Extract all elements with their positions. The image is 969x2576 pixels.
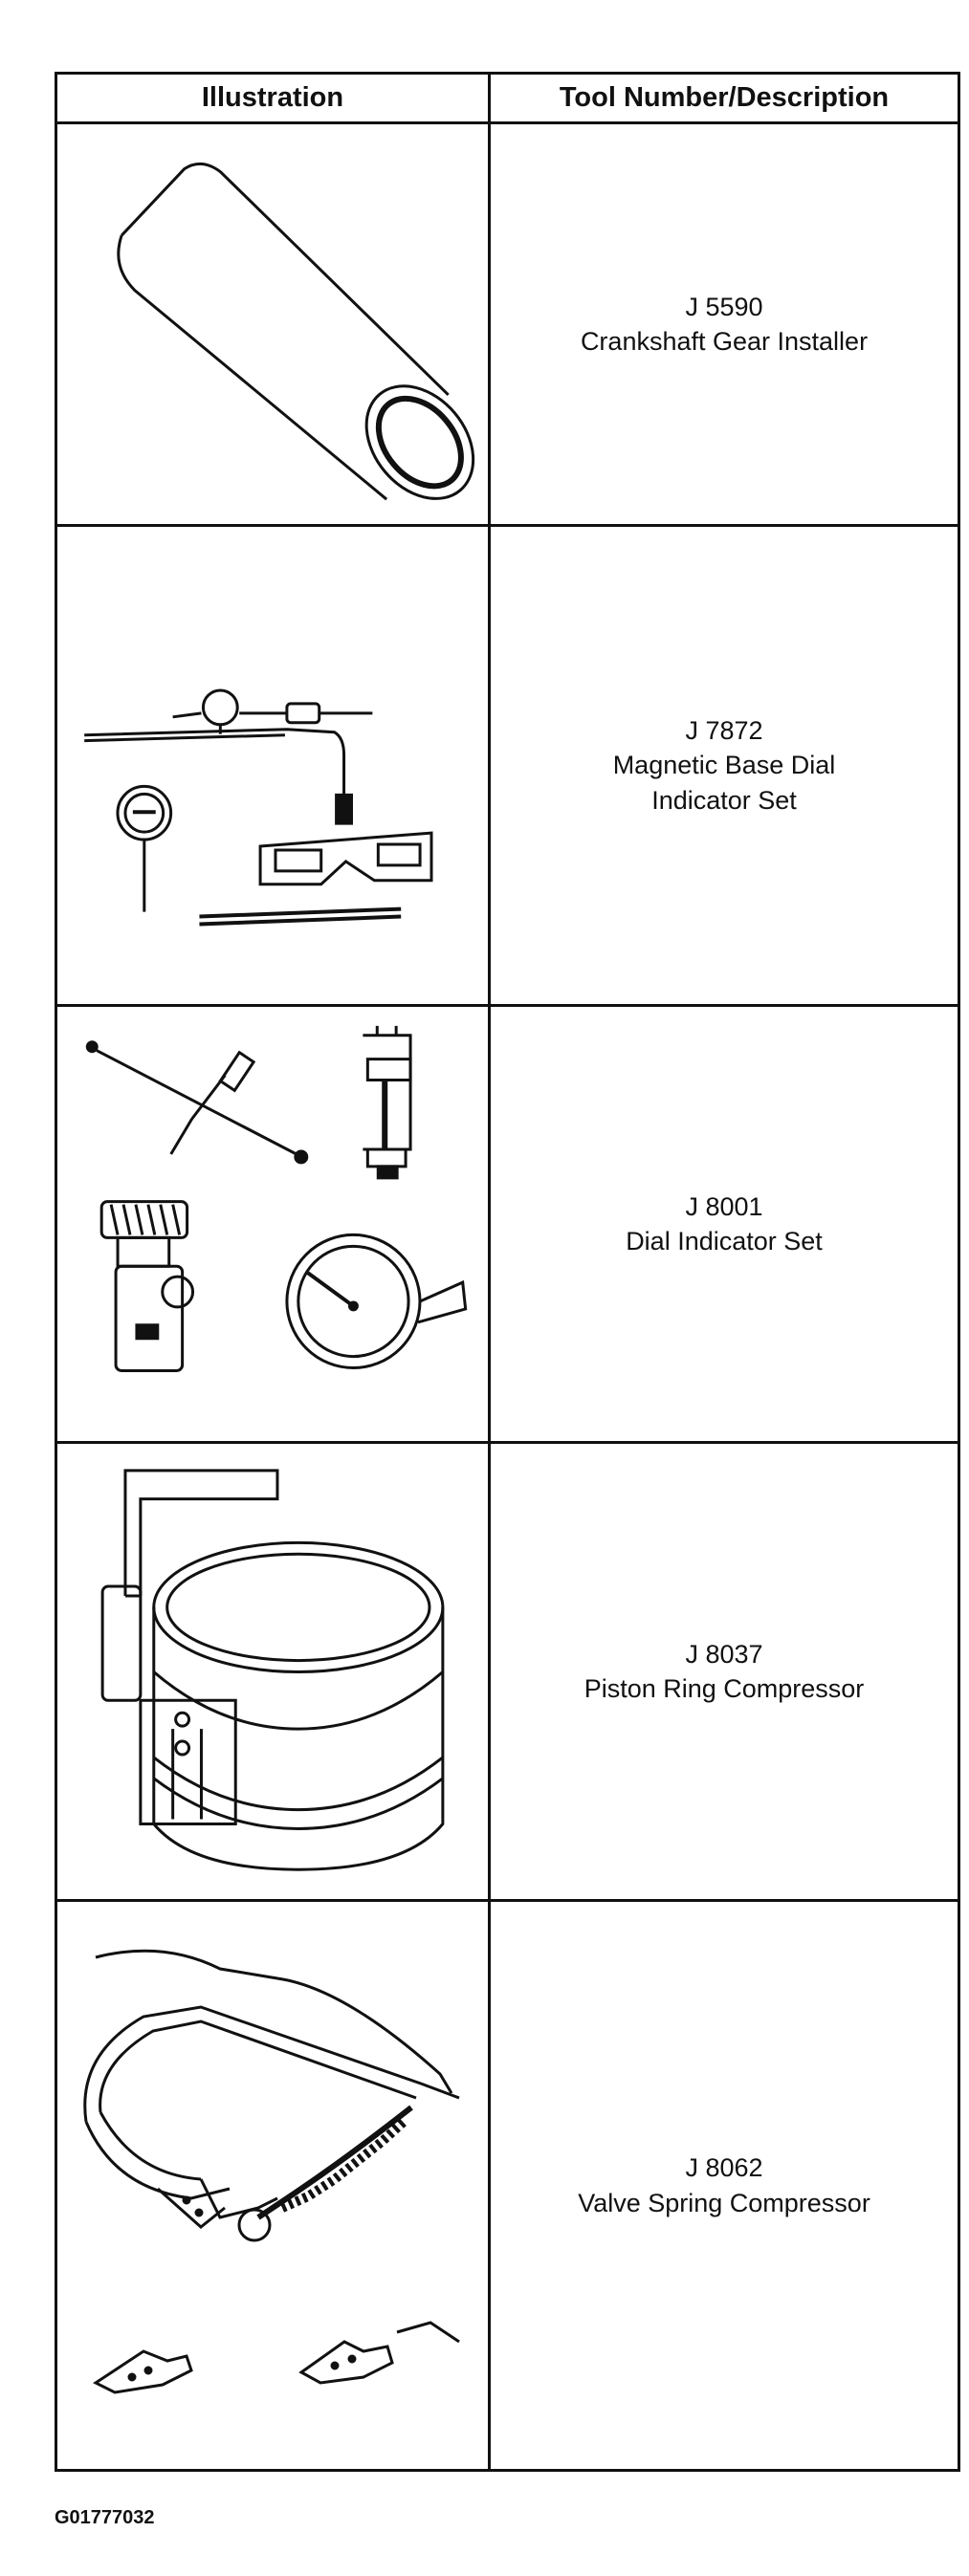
header-tool-description: Tool Number/Description — [559, 82, 890, 113]
tool-description: J 7872 Magnetic Base Dial Indicator Set — [491, 527, 958, 1004]
tool-number: J 8062 — [685, 2153, 763, 2183]
table-row: J 8001 Dial Indicator Set — [57, 1007, 958, 1444]
figure-code: G01777032 — [55, 2507, 155, 2528]
tool-description: J 8037 Piston Ring Compressor — [491, 1444, 958, 1899]
tube-icon — [57, 124, 488, 524]
tool-name: Valve Spring Compressor — [578, 2188, 870, 2217]
table-row: J 5590 Crankshaft Gear Installer — [57, 124, 958, 527]
tool-name: Piston Ring Compressor — [584, 1674, 865, 1703]
table-row: J 8062 Valve Spring Compressor — [57, 1902, 958, 2469]
table-row: J 7872 Magnetic Base Dial Indicator Set — [57, 527, 958, 1007]
tool-number: J 5590 — [685, 292, 763, 321]
tool-name: Magnetic Base Dial — [612, 751, 836, 780]
tool-name: Dial Indicator Set — [626, 1227, 823, 1255]
tools-table: Illustration Tool Number/Description J 5… — [55, 72, 960, 2472]
tool-name: Crankshaft Gear Installer — [580, 327, 869, 356]
tool-name-line-2: Indicator Set — [651, 785, 797, 815]
tool-number: J 8001 — [685, 1191, 763, 1221]
magnetic-base-dial-indicator-icon — [57, 527, 488, 1004]
tool-number: J 7872 — [685, 715, 763, 745]
valve-spring-compressor-icon — [57, 1902, 488, 2469]
tool-description: J 8001 Dial Indicator Set — [491, 1007, 958, 1441]
table-row: J 8037 Piston Ring Compressor — [57, 1444, 958, 1902]
tool-number: J 8037 — [685, 1639, 763, 1669]
dial-indicator-set-icon — [57, 1007, 488, 1441]
tool-description: J 8062 Valve Spring Compressor — [491, 1902, 958, 2469]
tool-description: J 5590 Crankshaft Gear Installer — [491, 124, 958, 524]
column-divider — [488, 75, 491, 2469]
table-header: Illustration Tool Number/Description — [57, 75, 958, 124]
piston-ring-compressor-icon — [57, 1444, 488, 1899]
header-illustration: Illustration — [201, 82, 344, 113]
